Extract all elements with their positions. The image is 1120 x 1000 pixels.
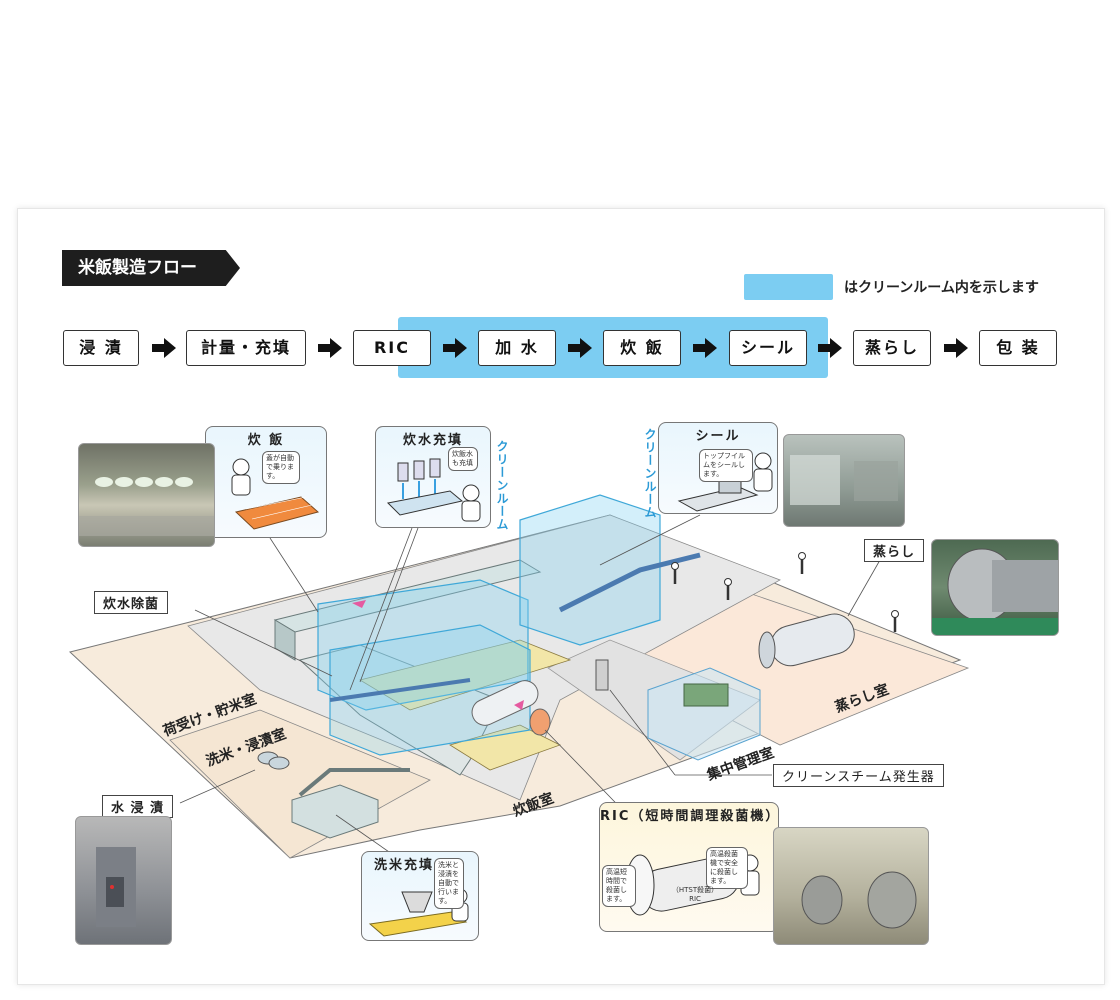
step-hoso: 包 装	[979, 330, 1057, 366]
bubble-suisui: 炊水充填 炊飯水も充填	[375, 426, 491, 528]
water-filling-illustration	[386, 458, 481, 522]
label-clean-steam: クリーンスチーム発生器	[773, 764, 944, 787]
step-murashi: 蒸らし	[853, 330, 931, 366]
step-kasui: 加 水	[478, 330, 556, 366]
bubble-suihan: 炊 飯 蓋が自動で乗ります。	[205, 426, 327, 538]
step-ric: RIC	[353, 330, 431, 366]
water-soak-image	[96, 847, 136, 927]
arrow-icon	[944, 338, 968, 358]
arrow-icon	[318, 338, 342, 358]
ric-room-image	[801, 871, 917, 929]
bubble-seal: シール トップフイルムをシールします。	[658, 422, 778, 514]
bubble-title: RIC（短時間調理殺菌機）	[600, 809, 781, 824]
steamer-image	[932, 548, 1058, 635]
bubble-title: 炊水充填	[402, 433, 463, 448]
label-murashi: 蒸らし	[864, 539, 925, 562]
clean-room-vertical-label: クリーンルーム	[643, 428, 657, 519]
seal-machine-illustration	[677, 452, 773, 512]
bubble-title: 炊 飯	[247, 433, 285, 448]
arrow-icon	[693, 338, 717, 358]
bubble-senmai: 洗米充填 洗米と浸漬を自動で行います。	[361, 851, 479, 941]
ric-tank-label: （HTST殺菌） RIC	[671, 886, 719, 903]
legend-swatch	[744, 274, 833, 300]
photo-seal	[783, 434, 905, 527]
arrow-icon	[443, 338, 467, 358]
bubble-title: シール	[695, 429, 741, 444]
seal-room-image	[790, 455, 898, 505]
bubble-title: 洗米充填	[374, 858, 435, 873]
cooking-trays-illustration	[231, 458, 320, 530]
step-suihan: 炊 飯	[603, 330, 681, 366]
rice-bowls-image	[79, 477, 214, 536]
step-shinseki: 浸 漬	[63, 330, 139, 366]
photo-murashi	[931, 539, 1059, 636]
photo-mizu	[75, 816, 172, 945]
step-keiryo: 計量・充填	[186, 330, 306, 366]
speech-bubble: 洗米と浸漬を自動で行います。	[434, 858, 464, 909]
photo-ric	[773, 827, 929, 945]
arrow-icon	[568, 338, 592, 358]
legend-text: はクリーンルーム内を示します	[844, 280, 1039, 296]
speech-bubble: トップフイルムをシールします。	[699, 449, 753, 482]
label-mizu-shinseki: 水 浸 漬	[102, 795, 174, 818]
label-suisui-jokin: 炊水除菌	[94, 591, 169, 614]
bubble-ric: RIC（短時間調理殺菌機） 高温短時間で殺菌します。 高温殺菌機で安全に殺菌しま…	[599, 802, 779, 932]
speech-bubble: 高温殺菌機で安全に殺菌します。	[706, 847, 748, 889]
page-title: 米飯製造フロー	[62, 250, 240, 286]
step-seal: シール	[729, 330, 807, 366]
photo-suihan	[78, 443, 215, 547]
speech-bubble: 蓋が自動で乗ります。	[262, 451, 300, 484]
speech-bubble: 炊飯水も充填	[448, 447, 478, 471]
arrow-icon	[152, 338, 176, 358]
clean-room-vertical-label: クリーンルーム	[495, 440, 509, 531]
arrow-icon	[818, 338, 842, 358]
speech-bubble: 高温短時間で殺菌します。	[602, 865, 636, 907]
